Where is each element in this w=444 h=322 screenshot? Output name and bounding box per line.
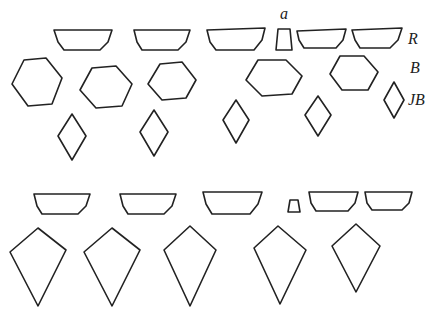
diamond-section bbox=[305, 96, 331, 136]
kite-section bbox=[84, 228, 140, 306]
trapezoid-section bbox=[120, 194, 176, 214]
diamond-section bbox=[58, 114, 86, 160]
diamond-section bbox=[223, 100, 249, 143]
hexagon-section bbox=[80, 66, 132, 108]
trapezoid-section bbox=[34, 194, 90, 214]
kite-section bbox=[10, 228, 66, 306]
trapezoid-section bbox=[365, 192, 412, 210]
kite-section bbox=[332, 224, 380, 292]
trapezoid-section bbox=[309, 192, 358, 211]
kite-section bbox=[254, 226, 306, 304]
kite-section bbox=[164, 226, 216, 306]
hexagon-section bbox=[148, 62, 196, 100]
hexagon-section bbox=[330, 56, 378, 90]
narrow-section bbox=[276, 29, 292, 50]
diamond-section bbox=[140, 110, 168, 156]
narrow-section bbox=[288, 200, 300, 212]
row-letter: B bbox=[410, 60, 420, 76]
trapezoid-section bbox=[297, 29, 346, 48]
section-letter: a bbox=[280, 6, 288, 22]
trapezoid-section bbox=[134, 30, 190, 50]
row-letter: R bbox=[408, 31, 418, 47]
row-letter: JB bbox=[408, 92, 425, 108]
trapezoid-section bbox=[54, 30, 112, 50]
trapezoid-section bbox=[352, 28, 402, 48]
trapezoid-section bbox=[203, 192, 262, 214]
trapezoid-section bbox=[207, 28, 265, 50]
hexagon-section bbox=[12, 58, 62, 106]
hexagon-section bbox=[246, 60, 302, 96]
diamond-section bbox=[384, 82, 404, 118]
